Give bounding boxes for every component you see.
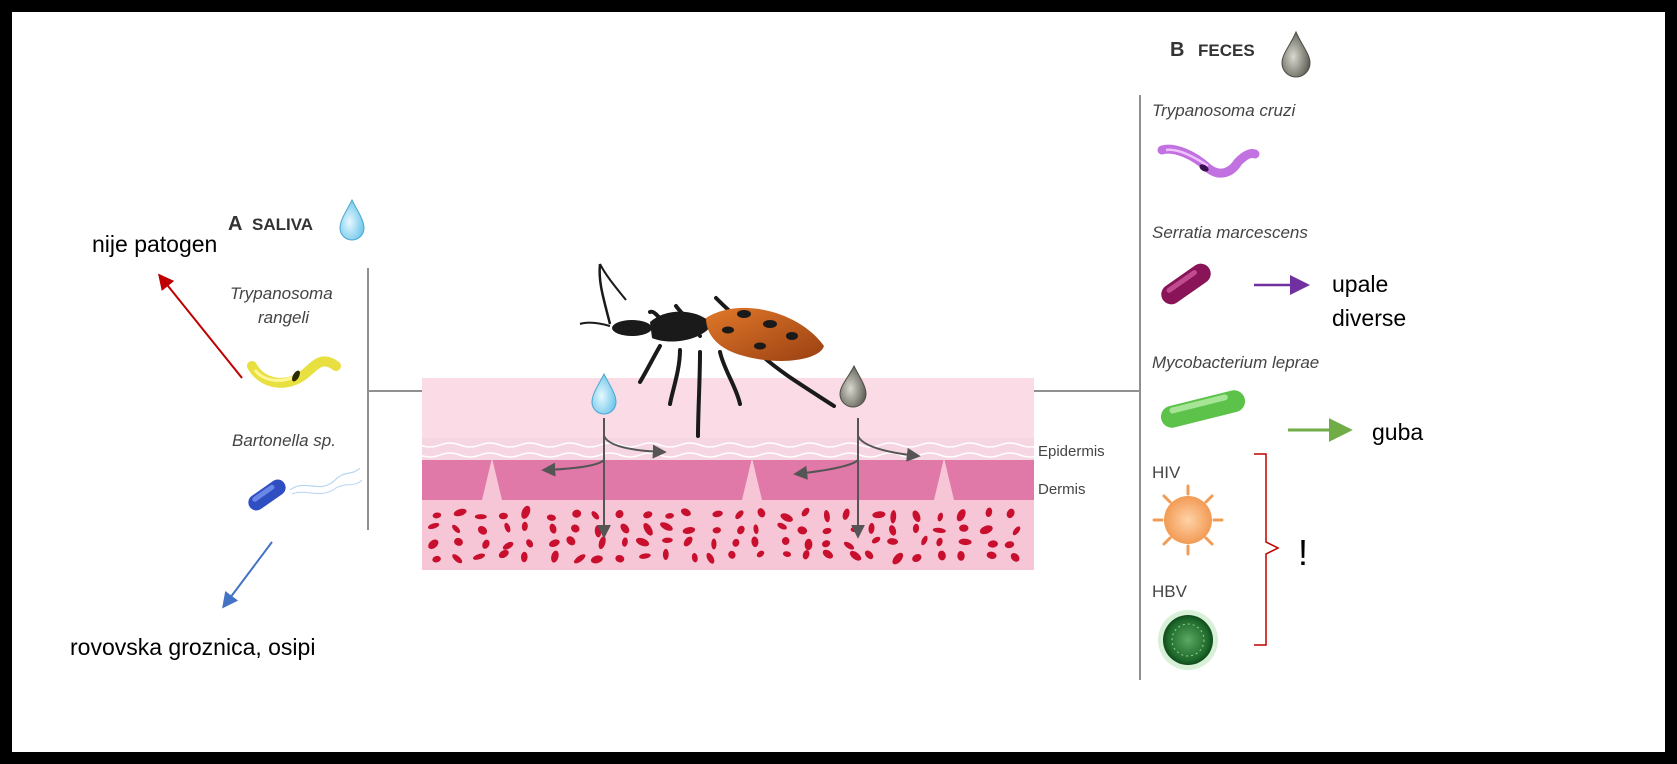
section-b-letter: B (1170, 39, 1184, 61)
leprae-note: guba (1372, 419, 1423, 445)
organism-name-hbv: HBV (1152, 582, 1188, 601)
rangeli-note: nije patogen (92, 231, 217, 257)
trypanosoma-cruzi-icon (1162, 149, 1255, 173)
organism-name-serratia: Serratia marcescens (1152, 223, 1308, 242)
hiv-virus-icon (1154, 486, 1222, 554)
label-dermis: Dermis (1038, 481, 1086, 498)
feces-drop-icon (1282, 32, 1310, 77)
viruses-note: ! (1298, 532, 1308, 573)
organism-name-leprae: Mycobacterium leprae (1152, 353, 1319, 372)
organism-name-cruzi: Trypanosoma cruzi (1152, 101, 1297, 120)
epidermis-layer (422, 438, 1034, 460)
serratia-note-line2: diverse (1332, 305, 1406, 331)
organism-name-hiv: HIV (1152, 463, 1181, 482)
section-b-header: B FECES (1170, 32, 1310, 77)
bartonella-note: rovovska groznica, osipi (70, 634, 315, 660)
organism-name-rangeli-line2: rangeli (258, 308, 310, 327)
red-blood-cell (711, 539, 716, 550)
red-blood-cell (475, 514, 487, 519)
section-a-title: SALIVA (252, 215, 313, 234)
skin-surface (422, 378, 1034, 438)
serratia-note-line1: upale (1332, 271, 1388, 297)
label-epidermis: Epidermis (1038, 443, 1105, 460)
organism-name-bartonella: Bartonella sp. (232, 431, 336, 450)
skin-cross-section (422, 378, 1034, 570)
trypanosoma-rangeli-icon (252, 361, 336, 383)
bartonella-icon (245, 468, 362, 514)
section-a-header: A SALIVA (228, 200, 364, 240)
saliva-drop-icon (340, 200, 364, 240)
organism-name-rangeli-line1: Trypanosoma (230, 284, 333, 303)
serratia-marcescens-icon (1157, 260, 1214, 309)
hbv-virus-icon (1158, 610, 1218, 670)
bartonella-annotation-arrow (224, 542, 272, 606)
feces-drop-on-skin-icon (840, 366, 866, 407)
mycobacterium-leprae-icon (1159, 388, 1248, 430)
section-b-title: FECES (1198, 41, 1255, 60)
viruses-bracket (1254, 454, 1278, 645)
section-a-letter: A (228, 213, 242, 235)
